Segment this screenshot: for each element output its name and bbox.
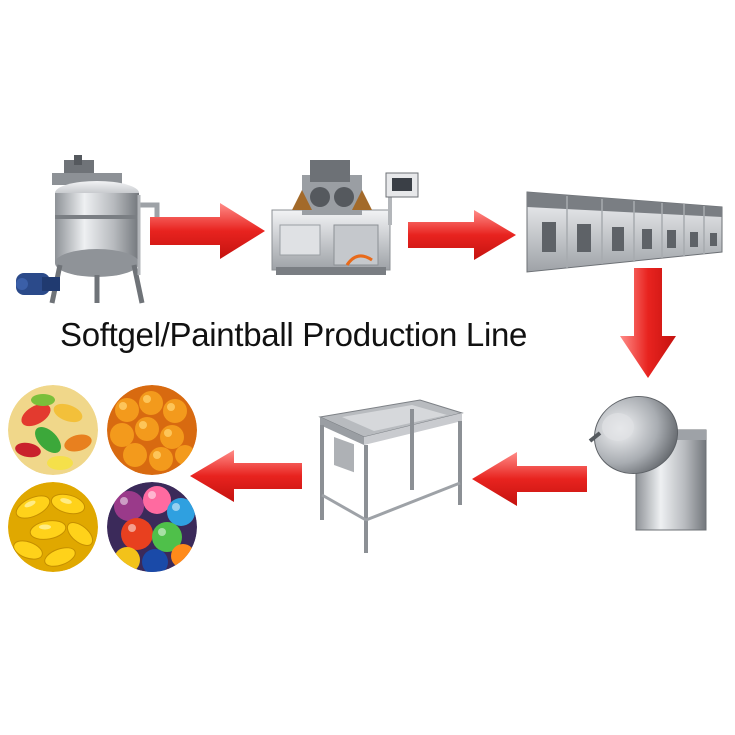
coating-pan-icon xyxy=(588,396,707,531)
yellow-softgels-icon xyxy=(8,482,98,572)
mixing-tank-icon xyxy=(16,155,160,304)
flow-arrow-right-2 xyxy=(408,210,516,260)
flow-arrow-right-1 xyxy=(150,203,265,259)
colorful-paintballs-icon xyxy=(107,482,197,572)
softgel-encapsulation-machine-icon xyxy=(271,160,419,275)
flow-arrow-left-1 xyxy=(472,452,587,506)
flow-arrow-down xyxy=(620,268,676,378)
page-title: Softgel/Paintball Production Line xyxy=(60,316,528,353)
multicolor-softgels-icon xyxy=(8,385,98,475)
tumble-dryer-tunnel-icon xyxy=(526,191,723,273)
orange-paintballs-icon xyxy=(107,385,197,475)
inspection-table-icon xyxy=(318,399,464,553)
flow-arrow-left-2 xyxy=(190,450,302,502)
